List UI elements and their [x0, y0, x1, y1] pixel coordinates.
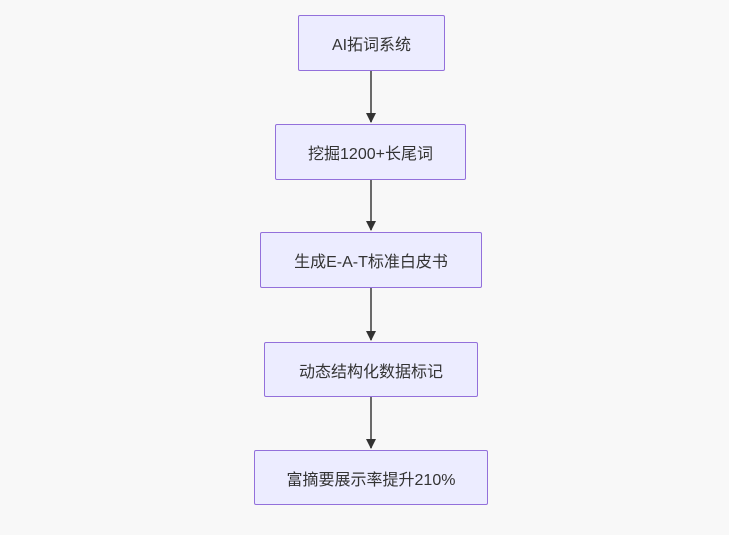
node-label: 动态结构化数据标记: [298, 363, 443, 381]
node-label: 富摘要展示率提升210%: [286, 471, 456, 489]
flowchart-node-structured-data: 动态结构化数据标记: [264, 342, 478, 397]
flowchart-node-longtail-mining: 挖掘1200+长尾词: [275, 124, 466, 180]
node-label: AI拓词系统: [331, 37, 412, 54]
node-label: 挖掘1200+长尾词: [308, 146, 433, 163]
flowchart-node-eat-whitepaper: 生成E-A-T标准白皮书: [260, 232, 482, 288]
flowchart-node-rich-snippet-result: 富摘要展示率提升210%: [254, 450, 488, 505]
flowchart-node-ai-system: AI拓词系统: [298, 15, 445, 71]
node-label: 生成E-A-T标准白皮书: [294, 254, 448, 271]
